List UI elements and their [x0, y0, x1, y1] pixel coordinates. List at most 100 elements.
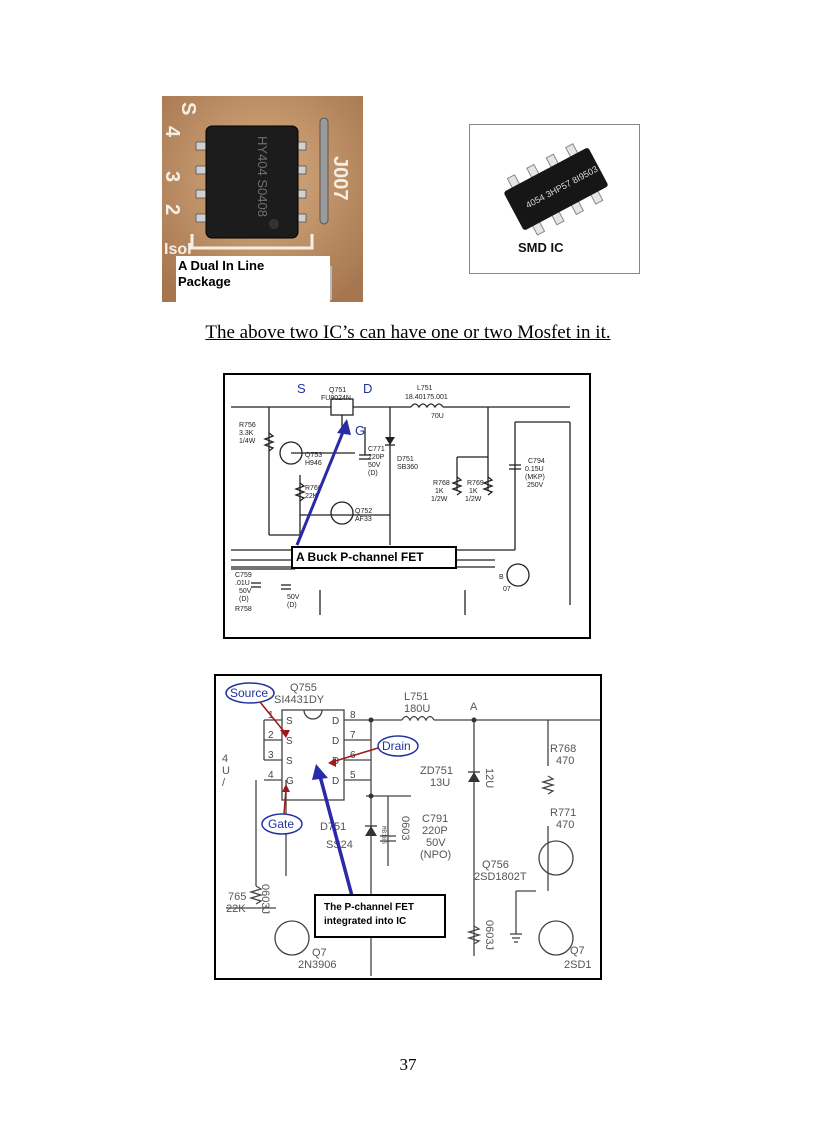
pcb-mark-j007: J007	[329, 156, 351, 201]
d751-type: SB360	[397, 464, 418, 471]
r758-ref: R758	[235, 606, 252, 613]
l751-ref: L751	[417, 385, 433, 392]
r768-value: 1K	[435, 488, 444, 495]
q751-ref: Q751	[329, 387, 346, 394]
r766-ref: R766	[305, 485, 322, 492]
left-mark-3: /	[222, 777, 226, 789]
ic-pin-number-8: 8	[350, 710, 356, 721]
r768-value-2: 470	[556, 755, 574, 767]
pcb-mark-s: S	[177, 102, 199, 115]
ic-pin-number-3: 3	[268, 750, 274, 761]
c771-ref: C771	[368, 446, 385, 453]
q752-type: AF33	[355, 516, 372, 523]
r768-ref: R768	[433, 480, 450, 487]
r756-ref: R756	[239, 422, 256, 429]
c794-value2: (MKP)	[525, 474, 545, 481]
q-right-type-2: 2SD1	[564, 959, 592, 971]
drain-callout: Drain	[382, 739, 411, 753]
ic-ref: Q755	[290, 682, 317, 694]
pin-s: S	[297, 381, 306, 396]
pcb-mark-isol: IsoI	[164, 241, 192, 258]
smd-photo-art: 4054 3HP57 8I9503 SMD IC	[504, 143, 608, 255]
r771-ref: R771	[550, 807, 576, 819]
ic-pin-number-4: 4	[268, 770, 274, 781]
figure-caption: The above two IC’s can have one or two M…	[205, 322, 611, 343]
r771-value: 470	[556, 819, 574, 831]
ic-pin-number-2: 2	[268, 730, 274, 741]
p-channel-fet-label: The P-channel FET integrated into IC	[314, 894, 446, 938]
r-package-2: 0603J	[483, 920, 495, 950]
l751-value: 18.40175.001	[405, 394, 448, 401]
r756-value: 3.3K	[239, 430, 254, 437]
l751-value2: 70U	[431, 413, 444, 420]
ic-pin-letter-3: S	[286, 756, 293, 767]
c794-value3: 250V	[527, 482, 544, 489]
r769-ref: R769	[467, 480, 484, 487]
r769-value2: 1/2W	[465, 496, 482, 503]
c794-value: 0.15U	[525, 466, 544, 473]
dip-package-photo: S 4 3 2 J007 IsoI HY404 S0408 A Dual In …	[162, 96, 363, 302]
node-a: A	[470, 701, 478, 713]
gate-callout: Gate	[268, 817, 294, 831]
dip-chip-marking: HY404 S0408	[255, 136, 270, 217]
smd-label: SMD IC	[518, 240, 564, 255]
zd751-value: 13U	[430, 777, 450, 789]
q752-ref: Q752	[355, 508, 372, 515]
left-mark-2: U	[222, 765, 230, 777]
ic-pin-letter-8: D	[332, 716, 339, 727]
q-left-ref: Q7	[312, 947, 327, 959]
r765-ref: 765	[228, 891, 246, 903]
source-callout: Source	[230, 686, 268, 700]
c791-value: 220P	[422, 825, 448, 837]
c791-ref: C791	[422, 813, 448, 825]
r766-value: 22K	[305, 493, 318, 500]
c771-value2: 50V	[368, 462, 381, 469]
l751-ref-2: L751	[404, 691, 428, 703]
p-channel-fet-label-line2: integrated into IC	[324, 916, 407, 927]
q-right-ref: 07	[503, 586, 511, 593]
q-right-ref-2: Q7	[570, 945, 585, 957]
page-number: 37	[399, 1055, 417, 1074]
zd-side: 12U	[483, 768, 495, 788]
dip-label-box: A Dual In Line Package	[176, 256, 330, 302]
r768-ref-2: R768	[550, 743, 576, 755]
pcb-mark-4: 4	[162, 126, 183, 138]
q-right-pin: B	[499, 574, 504, 581]
q753-ref: Q753	[305, 452, 322, 459]
q751-type: FU9024N	[321, 395, 351, 402]
c759-ref: C759	[235, 572, 252, 579]
ic-schematic-svg: S S S G D D D D 1 2 3 4 8 7 6 5 Q755 SI4…	[222, 682, 600, 976]
buck-fet-label: A Buck P-channel FET	[291, 546, 457, 569]
ic-pin-letter-1: S	[286, 716, 293, 727]
d751-side: MB10S	[380, 826, 387, 844]
c759-value2: 50V	[239, 588, 252, 595]
l751-value-2: 180U	[404, 703, 430, 715]
r765-package: 0603J	[259, 884, 271, 914]
c-50v: 50V	[287, 594, 300, 601]
c771-value: 220P	[368, 454, 385, 461]
pcb-mark-2: 2	[162, 204, 183, 215]
ic-type: SI4431DY	[274, 694, 325, 706]
pin-g: G	[355, 423, 365, 438]
d751-package: 0603	[399, 816, 411, 840]
c-d: (D)	[287, 602, 297, 609]
c791-value2: 50V	[426, 837, 446, 849]
dip-label-line1: A Dual In Line	[178, 258, 265, 273]
dip-label-line2: Package	[178, 274, 231, 289]
pcb-mark-3: 3	[162, 171, 183, 182]
ic-pin-letter-5: D	[332, 776, 339, 787]
r769-value: 1K	[469, 488, 478, 495]
d751-ref: D751	[397, 456, 414, 463]
r768-value2: 1/2W	[431, 496, 448, 503]
zd751-ref: ZD751	[420, 765, 453, 777]
p-channel-fet-label-line1: The P-channel FET	[324, 902, 415, 913]
c791-value3: (NPO)	[420, 849, 451, 861]
left-mark-1: 4	[222, 753, 228, 765]
ic-pin-number-5: 5	[350, 770, 356, 781]
q756-type: 2SD1802T	[474, 871, 527, 883]
smd-ic-photo: 4054 3HP57 8I9503 SMD IC	[469, 124, 640, 274]
q753-type: H946	[305, 460, 322, 467]
r765-value: 22K	[226, 903, 246, 915]
c794-ref: C794	[528, 458, 545, 465]
ic-schematic-figure: S S S G D D D D 1 2 3 4 8 7 6 5 Q755 SI4…	[214, 674, 602, 980]
